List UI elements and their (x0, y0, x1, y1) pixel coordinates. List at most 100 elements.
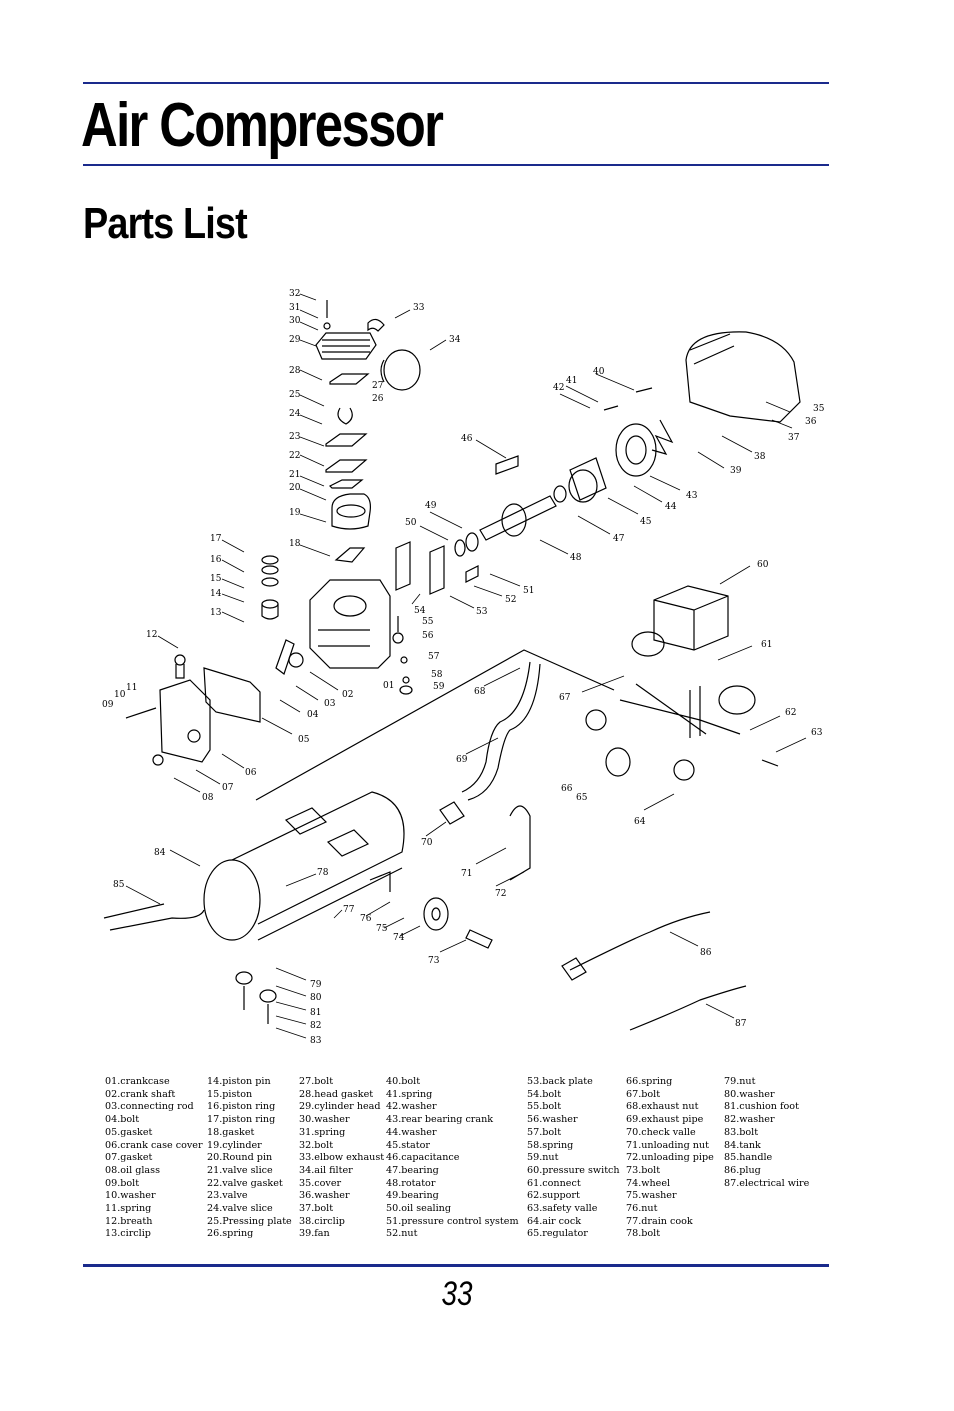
part-entry: 78.bolt (626, 1228, 661, 1240)
callout-label-71: 71 (461, 869, 472, 879)
section-title: Parts List (83, 199, 248, 248)
callout-label-78: 78 (317, 868, 329, 878)
part-entry: 44.washer (386, 1126, 437, 1138)
part-entry: 61.connect (527, 1177, 581, 1189)
callout-label-53: 53 (476, 607, 488, 617)
callout-label-42: 42 (553, 383, 564, 393)
part-entry: 04.bolt (105, 1114, 140, 1126)
part-entry: 82.washer (724, 1114, 775, 1126)
callout-label-70: 70 (421, 838, 433, 848)
part-entry: 85.handle (724, 1152, 773, 1164)
callout-label-74: 74 (393, 933, 405, 943)
callout-label-04: 04 (307, 710, 319, 720)
callout-label-79: 79 (310, 980, 322, 990)
page-title: Air Compressor (81, 91, 444, 160)
part-entry: 38.circlip (299, 1215, 345, 1227)
callout-label-25: 25 (289, 390, 301, 400)
part-entry: 08.oil glass (105, 1164, 160, 1176)
part-entry: 48.rotator (386, 1177, 436, 1189)
callout-label-83: 83 (310, 1036, 322, 1046)
callout-label-34: 34 (449, 335, 461, 345)
part-entry: 46.capacitance (386, 1152, 460, 1164)
callout-label-27: 27 (372, 381, 384, 391)
callout-label-48: 48 (570, 553, 582, 563)
callout-label-17: 17 (210, 534, 222, 544)
callout-label-07: 07 (222, 783, 234, 793)
callout-label-22: 22 (289, 451, 300, 461)
callout-label-41: 41 (566, 376, 577, 386)
callout-label-52: 52 (505, 595, 516, 605)
callout-label-57: 57 (428, 652, 440, 662)
part-entry: 30.washer (299, 1114, 350, 1126)
part-entry: 86.plug (724, 1164, 761, 1176)
part-entry: 14.piston pin (207, 1076, 271, 1087)
callout-label-23: 23 (289, 432, 301, 442)
part-entry: 42.washer (386, 1101, 437, 1113)
part-entry: 67.bolt (626, 1088, 661, 1100)
part-entry: 47.bearing (386, 1164, 439, 1176)
part-entry: 72.unloading pipe (626, 1152, 714, 1164)
callout-label-03: 03 (324, 699, 336, 709)
callout-label-26: 26 (372, 394, 384, 404)
part-entry: 23.valve (207, 1190, 248, 1202)
part-entry: 11.spring (105, 1203, 152, 1215)
part-entry: 50.oil sealing (386, 1203, 451, 1215)
part-entry: 28.head gasket (299, 1088, 374, 1100)
callout-label-31: 31 (289, 303, 300, 313)
callout-label-39: 39 (730, 466, 742, 476)
part-entry: 57.bolt (527, 1126, 562, 1138)
part-entry: 35.cover (299, 1177, 342, 1189)
callout-label-62: 62 (785, 708, 796, 718)
callout-label-66: 66 (561, 784, 573, 794)
part-entry: 12.breath (105, 1215, 153, 1227)
callout-label-85: 85 (113, 880, 125, 890)
callout-label-20: 20 (289, 483, 301, 493)
part-entry: 59.nut (527, 1152, 559, 1164)
diagram-drawing (103, 300, 801, 1031)
part-entry: 58.spring (527, 1139, 574, 1151)
callout-label-06: 06 (245, 768, 257, 778)
callout-label-01: 01 (383, 681, 394, 691)
part-entry: 76.nut (626, 1203, 658, 1215)
part-entry: 24.valve slice (207, 1203, 273, 1215)
callout-label-77: 77 (343, 905, 355, 915)
part-entry: 65.regulator (527, 1228, 588, 1240)
callout-label-15: 15 (210, 574, 222, 584)
callout-label-55: 55 (422, 617, 434, 627)
callout-label-08: 08 (202, 793, 214, 803)
callout-label-10: 10 (114, 690, 126, 700)
callout-label-14: 14 (210, 589, 222, 599)
part-entry: 16.piston ring (207, 1101, 276, 1113)
callout-label-69: 69 (456, 755, 468, 765)
part-entry: 10.washer (105, 1190, 156, 1202)
callout-label-44: 44 (665, 502, 677, 512)
part-entry: 63.safety valle (527, 1203, 598, 1215)
callout-label-47: 47 (613, 534, 625, 544)
part-entry: 41.spring (386, 1088, 433, 1100)
header-bottom-rule (83, 164, 829, 166)
callout-label-80: 80 (310, 993, 322, 1003)
part-entry: 26.spring (207, 1228, 254, 1240)
part-entry: 27.bolt (299, 1076, 334, 1087)
part-entry: 22.valve gasket (207, 1177, 283, 1189)
part-entry: 73.bolt (626, 1164, 661, 1176)
part-entry: 68.exhaust nut (626, 1101, 699, 1113)
part-entry: 25.Pressing plate (207, 1215, 292, 1227)
part-entry: 81.cushion foot (724, 1101, 799, 1113)
callout-label-64: 64 (634, 817, 646, 827)
part-entry: 29.cylinder head (299, 1101, 381, 1113)
callout-label-68: 68 (474, 687, 486, 697)
callout-label-12: 12 (146, 630, 157, 640)
callout-label-02: 02 (342, 690, 353, 700)
footer-rule (83, 1264, 829, 1267)
callout-label-87: 87 (735, 1019, 747, 1029)
callout-label-32: 32 (289, 289, 300, 299)
part-entry: 03.connecting rod (105, 1101, 194, 1113)
callout-label-61: 61 (761, 640, 772, 650)
part-entry: 49.bearing (386, 1190, 439, 1202)
part-entry: 71.unloading nut (626, 1139, 709, 1151)
